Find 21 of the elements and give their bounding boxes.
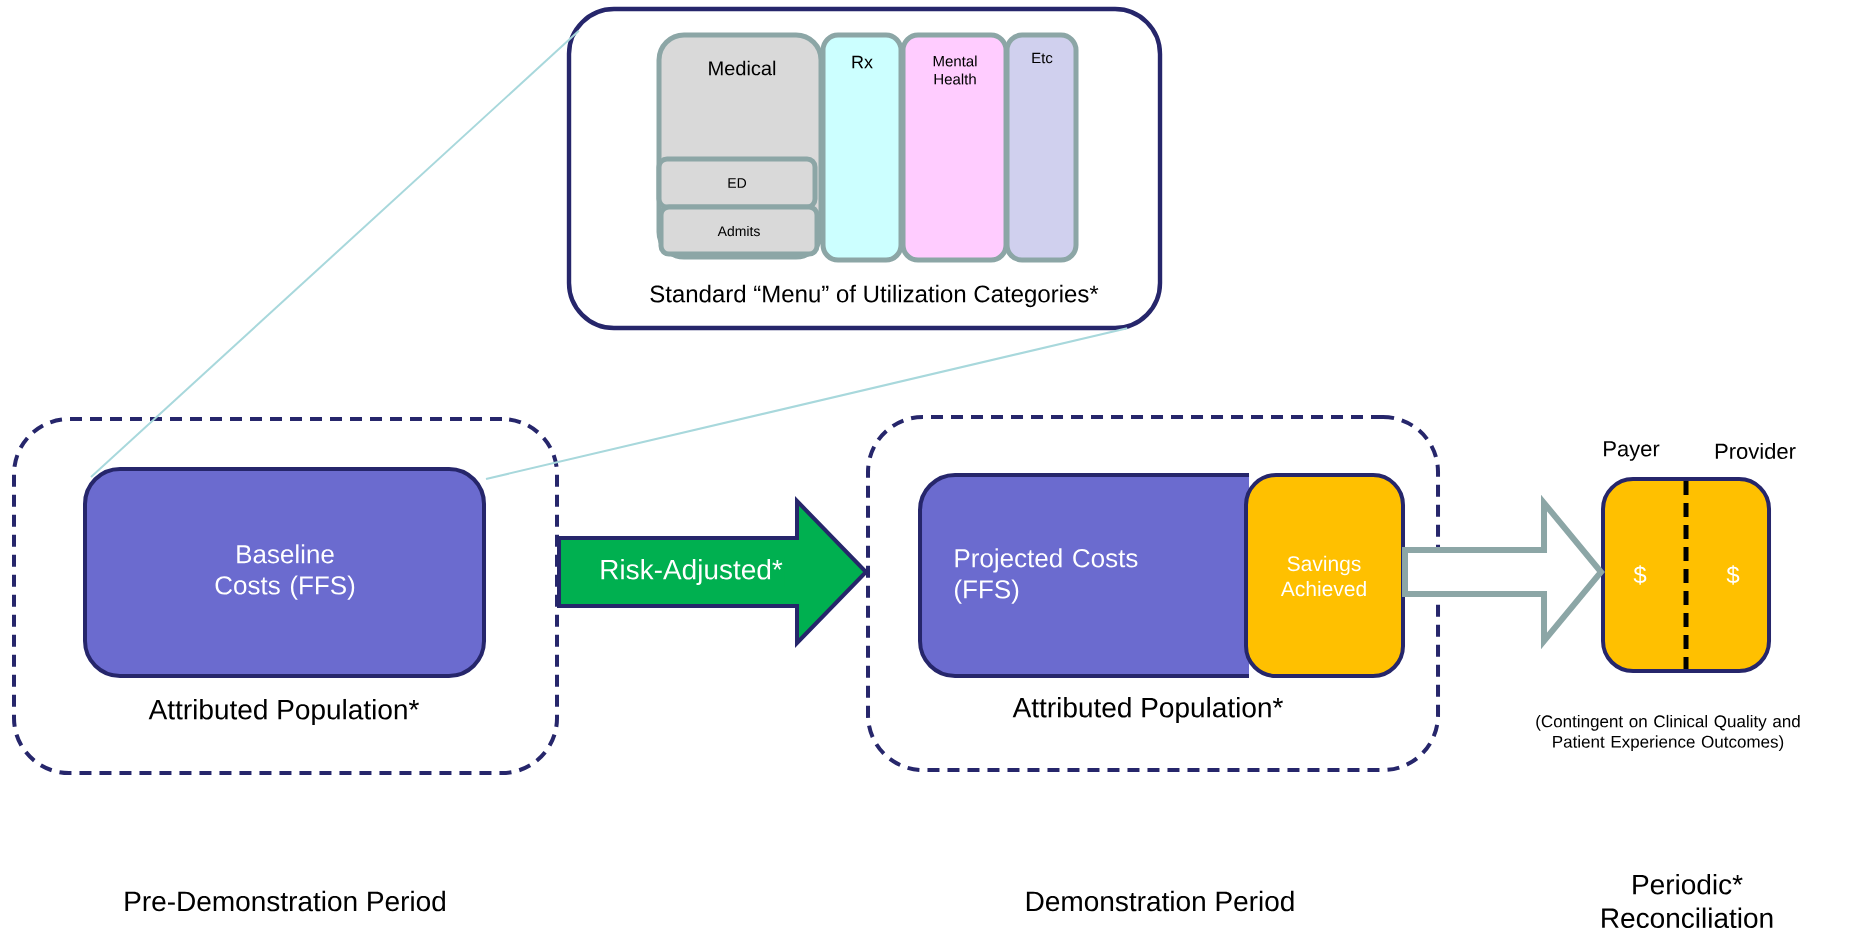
column-heading: Provider	[1715, 442, 1796, 460]
cost-box: Baseline Costs (FFS)	[83, 467, 486, 678]
leader-line	[485, 327, 1129, 480]
leader-line	[90, 29, 580, 478]
category-box: Mental Health	[900, 32, 1009, 263]
period-label: Demonstration Period	[1026, 890, 1294, 912]
category-box: Admits	[658, 204, 820, 257]
note-text: (Contingent on Clinical Quality and Patient Experience Outcomes)	[1536, 714, 1800, 752]
node-label: $	[1726, 565, 1740, 585]
category-box: ED	[656, 156, 818, 210]
period-label: Periodic* Reconciliation	[1602, 873, 1773, 929]
category-box: Etc	[1004, 32, 1079, 263]
block-arrow	[1402, 494, 1605, 650]
node-label: $	[1633, 565, 1647, 585]
cost-box: Projected Costs (FFS)	[918, 473, 1251, 678]
column-heading: Payer	[1604, 441, 1660, 461]
category-box: Rx	[820, 32, 904, 263]
edge-label: Risk-Adjusted*	[597, 556, 785, 588]
split-box: $ $	[1601, 477, 1771, 673]
period-label: Pre-Demonstration Period	[125, 890, 445, 912]
savings-box: Savings Achieved	[1244, 473, 1405, 678]
